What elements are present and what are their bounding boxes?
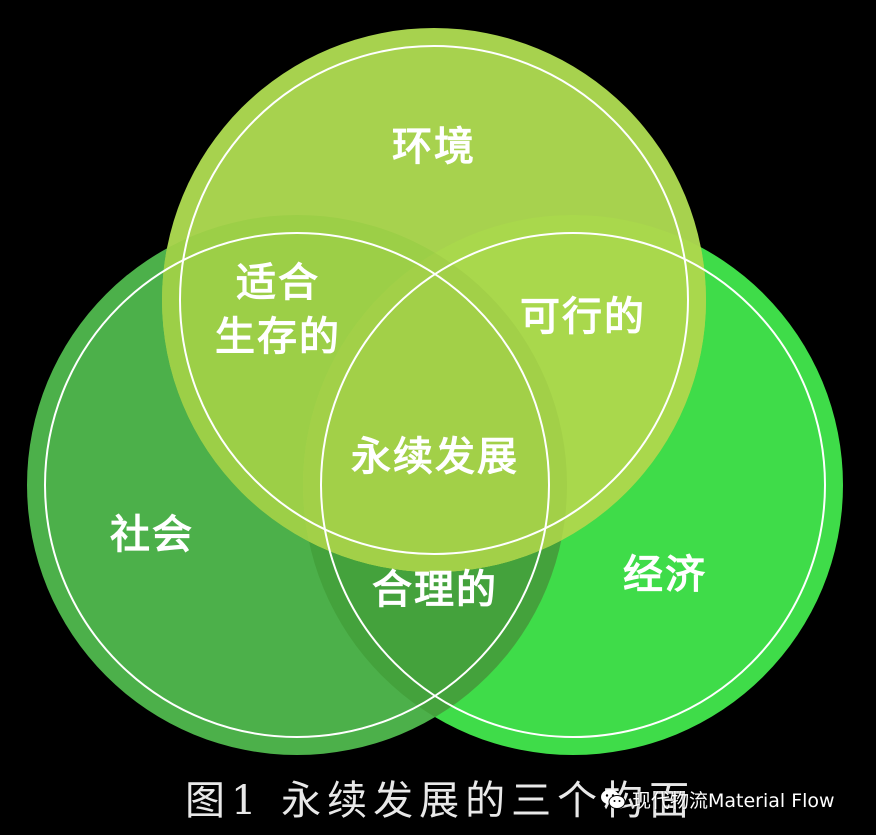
watermark-text: 现代物流Material Flow <box>632 789 835 812</box>
label-society-economy: 合理的 <box>372 567 498 613</box>
environment-outline <box>179 45 689 555</box>
society-outline <box>44 232 550 738</box>
label-environment: 环境 <box>392 124 476 170</box>
label-society: 社会 <box>110 512 194 558</box>
label-env-society-line2: 生存的 <box>215 314 341 360</box>
overlap-center <box>303 215 567 572</box>
watermark: 现代物流Material Flow <box>600 784 835 814</box>
label-env-society-line1: 适合 <box>236 260 320 306</box>
economy-outline <box>320 232 826 738</box>
label-env-economy: 可行的 <box>520 294 646 340</box>
wechat-icon <box>601 789 626 809</box>
label-center: 永续发展 <box>351 434 519 480</box>
label-economy: 经济 <box>623 552 707 598</box>
